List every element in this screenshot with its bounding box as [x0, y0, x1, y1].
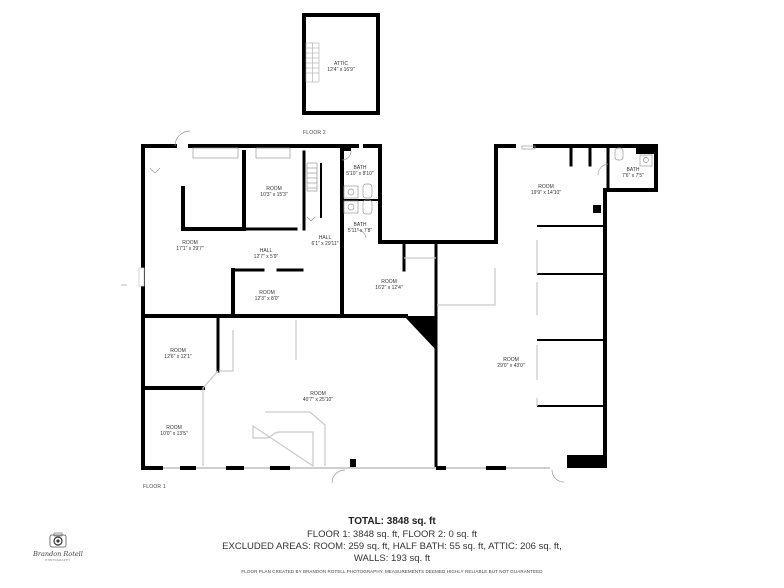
bath-block [343, 146, 351, 151]
bottom-wall-windows [143, 455, 605, 470]
disclaimer-footer: FLOOR PLAN CREATED BY BRANDON ROTELL PHO… [241, 569, 543, 574]
stairs-icon [306, 162, 318, 222]
brand-logo: Brandon Rotell PHOTOGRAPHY [28, 530, 88, 570]
excluded-areas: EXCLUDED AREAS: ROOM: 259 sq. ft, HALF B… [222, 541, 562, 552]
attic-floor2 [302, 13, 380, 115]
floor1-label: FLOOR 1 [143, 484, 166, 490]
total-area: TOTAL: 3848 sq. ft [348, 516, 436, 527]
walls-area: WALLS: 193 sq. ft [353, 553, 431, 564]
column [593, 205, 601, 213]
attic-stairs-icon [305, 42, 320, 83]
floor2-label: FLOOR 2 [303, 130, 326, 136]
bathroom-fixtures [121, 130, 653, 484]
logo-subtitle: PHOTOGRAPHY [45, 559, 71, 562]
bath-block [636, 146, 656, 154]
floor-areas: FLOOR 1: 3848 sq. ft, FLOOR 2: 0 sq. ft [306, 529, 477, 540]
camera-icon [49, 532, 67, 548]
logo-script: Brandon Rotell [33, 550, 83, 558]
structural-block [404, 316, 436, 350]
window [138, 267, 145, 287]
glass-partitions [202, 240, 538, 468]
floor1-walls [141, 144, 658, 470]
